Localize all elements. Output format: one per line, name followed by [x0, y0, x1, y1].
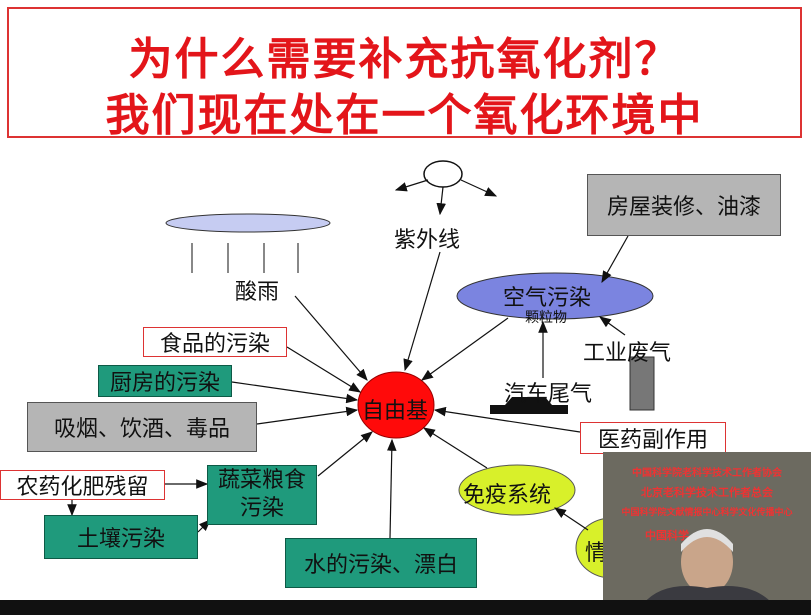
arrow-vegetable — [317, 431, 373, 477]
free-radical-label: 自由基 — [362, 399, 429, 424]
arrow-industrial — [599, 316, 626, 336]
bottom-bar — [0, 600, 811, 615]
webcam-org-line-1: 中国科学院老科学技术工作者协会 — [632, 468, 782, 479]
arrow-renovation — [601, 235, 629, 284]
car-icon — [490, 397, 568, 414]
particles-label: 颗粒物 — [525, 310, 567, 326]
arrow-smoking — [256, 406, 359, 425]
air-pollution-label: 空气污染 — [503, 286, 592, 311]
webcam-org-line-3: 中国科学院文献情报中心科学文化传播中心 — [621, 508, 793, 518]
sun-shape — [423, 160, 463, 188]
arrow-kitchen — [231, 381, 359, 404]
arrow-water — [386, 438, 397, 539]
immune-system-label: 免疫系统 — [463, 483, 552, 508]
smoking-box: 吸烟、饮酒、毒品 — [27, 402, 257, 452]
renovation-box: 房屋装修、油漆 — [587, 174, 781, 236]
webcam-org-line-2: 北京老科学技术工作者总会 — [641, 486, 773, 499]
industrial-exhaust-label: 工业废气 — [583, 341, 672, 366]
arrow-drug — [433, 406, 581, 433]
sun-ray-down — [436, 186, 446, 216]
arrow-air — [421, 317, 509, 381]
immune-ellipse — [458, 464, 576, 516]
chimney-icon — [629, 356, 655, 411]
arrow-immune — [422, 427, 488, 469]
uv-label: 紫外线 — [394, 228, 461, 253]
title-box: 为什么需要补充抗氧化剂？ 我们现在处在一个氧化环境中 — [7, 7, 802, 141]
presenter-figure — [643, 529, 773, 604]
vegetable-pollution-box: 蔬菜粮食污染 — [207, 465, 317, 525]
webcam-overlay: 中国科学院老科学技术工作者协会 北京老科学技术工作者总会 中国科学院文献情报中心… — [603, 452, 811, 604]
water-pollution-box: 水的污染、漂白 — [285, 538, 477, 588]
acid-rain-cloud — [165, 213, 331, 233]
soil-pollution-box: 土壤污染 — [44, 515, 198, 559]
air-pollution-ellipse — [456, 272, 654, 320]
title-line-1: 为什么需要补充抗氧化剂？ — [128, 34, 681, 85]
title-line-2: 我们现在处在一个氧化环境中 — [105, 90, 704, 141]
arrow-food — [286, 346, 362, 393]
free-radical-circle — [357, 371, 435, 439]
food-pollution-box: 食品的污染 — [143, 327, 287, 357]
sun-ray-right — [460, 179, 498, 197]
car-exhaust-label: 汽车尾气 — [504, 382, 593, 407]
webcam-org-line-4: 中国科学 — [645, 529, 689, 542]
arrow-uv — [403, 251, 441, 372]
acid-rain-label: 酸雨 — [235, 280, 280, 305]
sun-ray-left — [394, 179, 429, 192]
arrow-acid-rain — [294, 295, 368, 381]
drug-side-effects-box: 医药副作用 — [580, 422, 726, 454]
emotion-label: 情 — [585, 541, 608, 566]
pesticide-residue-box: 农药化肥残留 — [0, 470, 165, 500]
arrow-emotion — [554, 507, 589, 531]
kitchen-pollution-box: 厨房的污染 — [98, 365, 232, 397]
